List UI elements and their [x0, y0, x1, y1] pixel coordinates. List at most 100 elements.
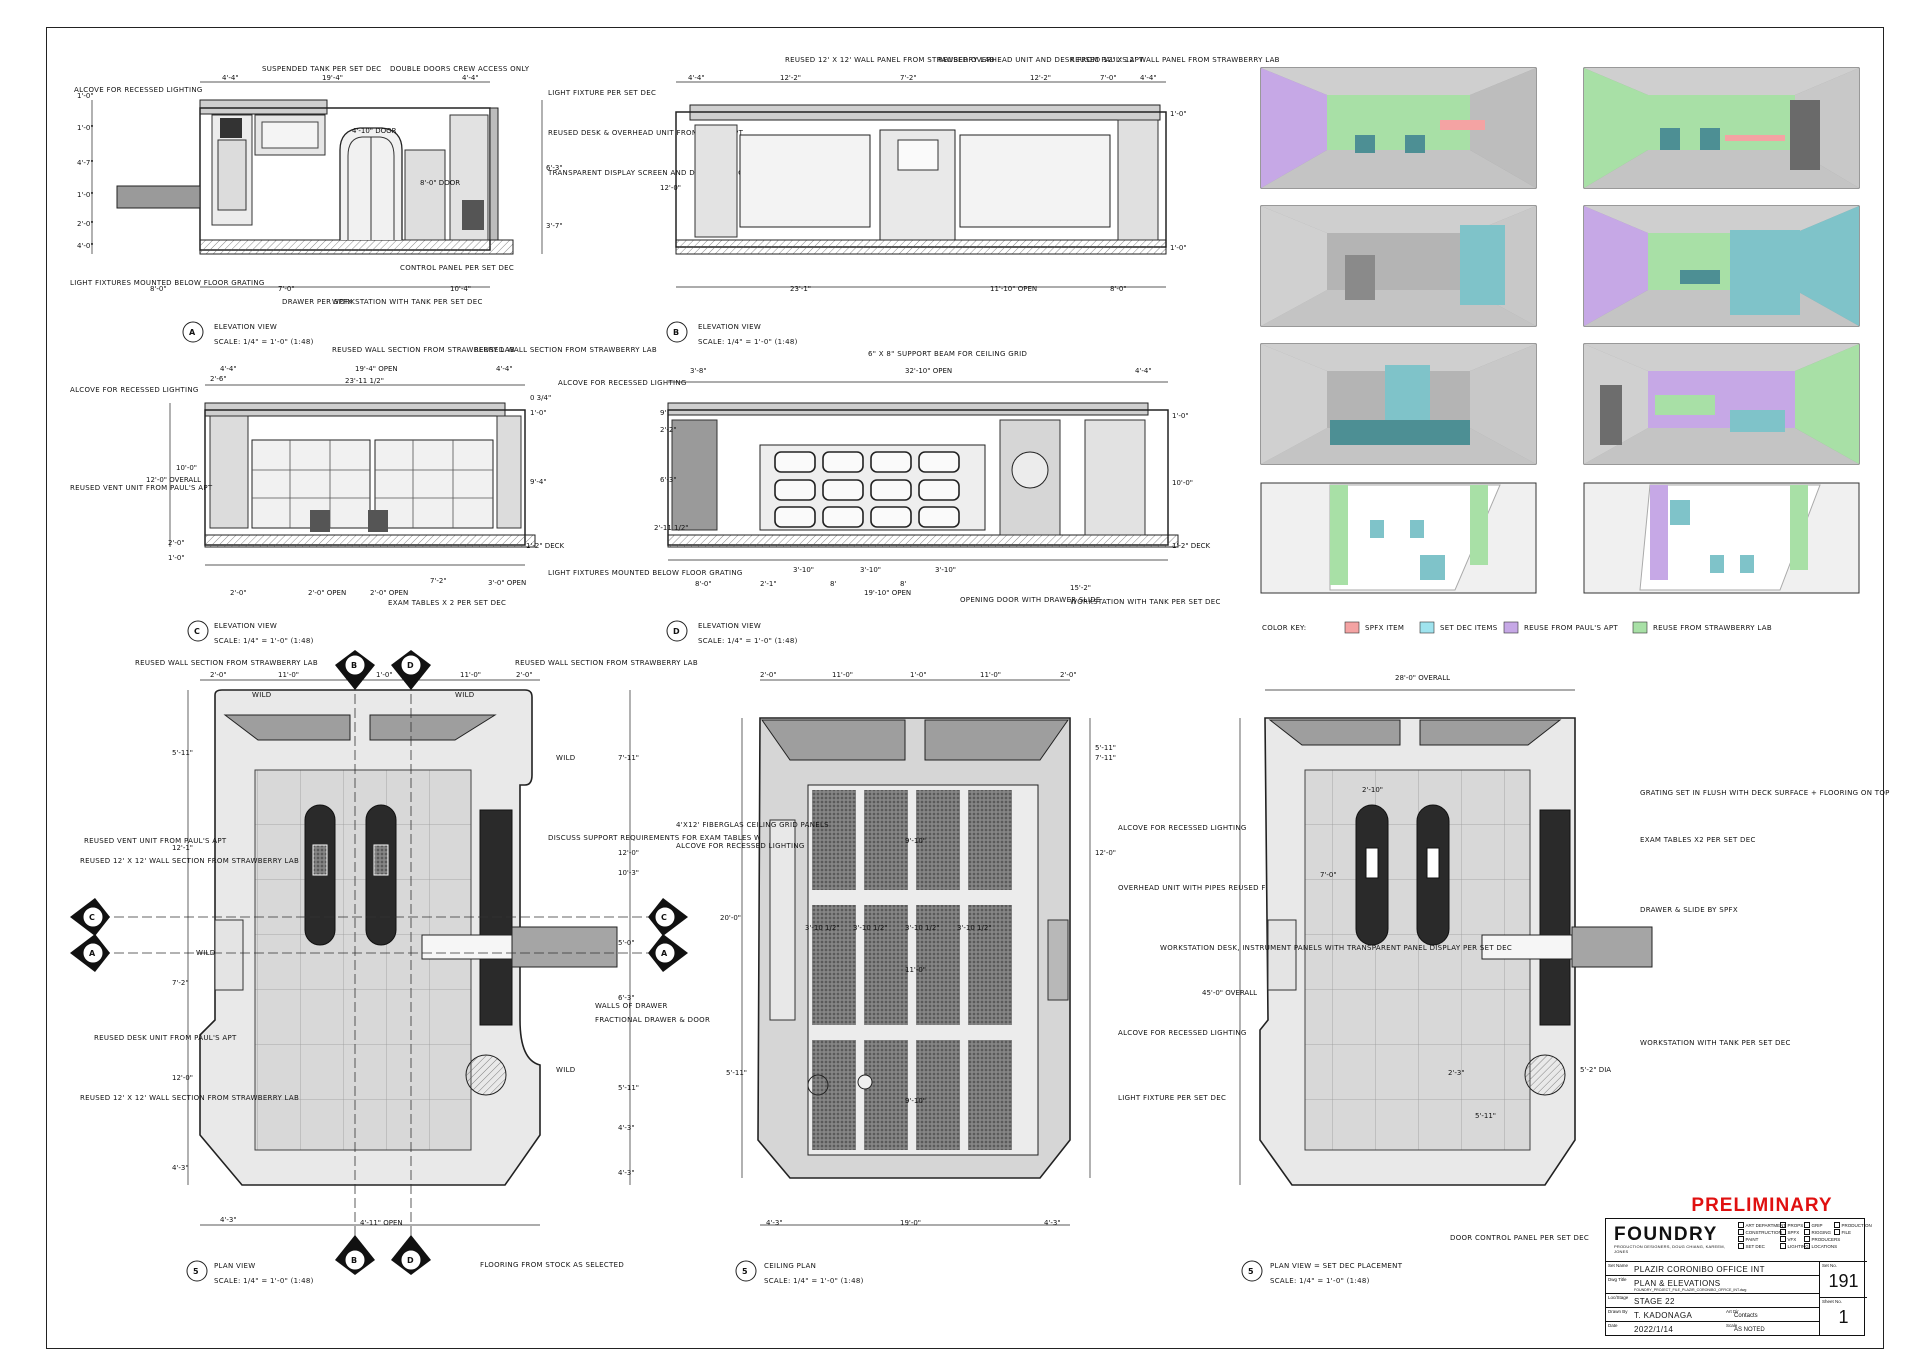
- section-marker: C: [661, 913, 667, 922]
- dimension: 9'-10": [905, 1097, 926, 1105]
- view-scale: SCALE: 1/4" = 1'-0" (1:48): [214, 637, 314, 645]
- dimension: 23'-1": [790, 285, 811, 293]
- section-marker: A: [661, 949, 668, 958]
- elevation-d: [666, 381, 1179, 642]
- date-row: Date 2022/1/14 Scale AS NOTED: [1606, 1321, 1819, 1336]
- label: DRAWER PER SPFX: [282, 298, 353, 306]
- dimension: 4'-3": [1044, 1219, 1061, 1227]
- dimension: 5'-11": [172, 749, 193, 757]
- render-thumbnail: [1583, 205, 1860, 327]
- elevation-a-text: ALCOVE FOR RECESSED LIGHTING SUSPENDED T…: [70, 65, 831, 346]
- view-scale: SCALE: 1/4" = 1'-0" (1:48): [698, 637, 798, 645]
- label: REUSED OVERHEAD UNIT AND DESK FROM PAUL'…: [938, 56, 1144, 64]
- label: WORKSTATION WITH TANK PER SET DEC: [1070, 598, 1221, 606]
- dimension: 6'-3": [618, 994, 635, 1002]
- dimension: 1'-2" DECK: [1172, 542, 1211, 550]
- dimension: 8'-0": [150, 285, 167, 293]
- field-label: Date: [1608, 1323, 1618, 1328]
- scale: AS NOTED: [1734, 1327, 1765, 1333]
- elevation-c: [169, 384, 536, 642]
- dimension: 1'-0": [910, 671, 927, 679]
- date: 2022/1/14: [1634, 1325, 1674, 1334]
- checkbox-item: PAINT: [1738, 1236, 1759, 1242]
- dimension: 5'-11": [726, 1069, 747, 1077]
- dimension: 1'-0": [1170, 110, 1187, 118]
- label: SUSPENDED TANK PER SET DEC: [262, 65, 382, 73]
- elevation-c-text: ALCOVE FOR RECESSED LIGHTING REUSED WALL…: [70, 346, 743, 645]
- dimension: 4'-3": [172, 1164, 189, 1172]
- dimension: 11'-0": [832, 671, 853, 679]
- dimension: 12'-0": [1095, 849, 1116, 857]
- color-swatch: [1344, 621, 1360, 634]
- section-marker: A: [89, 949, 96, 958]
- dimension: 3'-10 1/2": [805, 924, 840, 932]
- view-title: ELEVATION VIEW: [214, 622, 277, 630]
- elevation-badge: B: [673, 328, 679, 337]
- view-title: PLAN VIEW = SET DEC PLACEMENT: [1270, 1262, 1403, 1270]
- color-key-item: REUSE FROM PAUL'S APT: [1524, 624, 1618, 632]
- label: WILD: [455, 691, 474, 699]
- field-label: Set Name: [1608, 1263, 1629, 1268]
- view-badge: 5: [1248, 1267, 1254, 1276]
- title-block: FOUNDRY PRODUCTION DESIGNERS, DOUG CHIAN…: [1605, 1218, 1872, 1336]
- dimension: 1'-0": [77, 124, 94, 132]
- dimension: 12'-0": [172, 1074, 193, 1082]
- view-title: ELEVATION VIEW: [698, 622, 761, 630]
- dimension: 9'-4": [530, 478, 547, 486]
- dimension: 4'-7": [77, 159, 94, 167]
- view-badge: 5: [193, 1267, 199, 1276]
- label: TRANSPARENT DISPLAY SCREEN AND DESK CONT…: [547, 169, 831, 177]
- dimension: 2'-0": [760, 671, 777, 679]
- checkbox-item: FILE: [1834, 1229, 1852, 1235]
- dimension: 3'-10": [935, 566, 956, 574]
- dimension: 7'-0": [1100, 74, 1117, 82]
- dimension: 2'-0": [168, 539, 185, 547]
- dimension: 5'-11": [1475, 1112, 1496, 1120]
- view-scale: SCALE: 1/4" = 1'-0" (1:48): [214, 338, 314, 346]
- dimension: 6'-3": [660, 476, 677, 484]
- checkbox-item: PRODUCERS: [1804, 1236, 1841, 1242]
- label: OPENING DOOR WITH DRAWER SLIDE: [960, 596, 1101, 604]
- dwg-title-row: Dwg Title PLAN & ELEVATIONS FOUNDRY_PROJ…: [1606, 1275, 1819, 1294]
- dimension: 2'-0" OPEN: [308, 589, 346, 597]
- dimension: 10'-0": [176, 464, 197, 472]
- dimension: 19'-0": [900, 1219, 921, 1227]
- set-name-row: Set Name PLAZIR CORONIBO OFFICE INT: [1606, 1261, 1819, 1276]
- elevation-b: [666, 81, 1167, 343]
- checkbox-item: ART DEPARTMENT: [1738, 1222, 1787, 1228]
- view-scale: SCALE: 1/4" = 1'-0" (1:48): [698, 338, 798, 346]
- label: GRATING SET IN FLUSH WITH DECK SURFACE +…: [1640, 789, 1890, 797]
- checkbox-item: LIGHTING: [1780, 1243, 1809, 1249]
- render-thumbnail: [1583, 482, 1860, 594]
- label: LIGHT FIXTURES MOUNTED BELOW FLOOR GRATI…: [548, 569, 743, 577]
- dimension: 4'-3": [220, 1216, 237, 1224]
- dimension: 1'-0": [1170, 244, 1187, 252]
- ceiling-plan: [735, 679, 1091, 1282]
- elevation-d-text: 6" X 8" SUPPORT BEAM FOR CEILING GRID OP…: [654, 350, 1221, 645]
- dwg-title: PLAN & ELEVATIONS: [1634, 1279, 1721, 1288]
- company-subtitle: PRODUCTION DESIGNERS, DOUG CHIANG, KAREE…: [1614, 1244, 1726, 1254]
- dimension: 8'-0": [695, 580, 712, 588]
- view-scale: SCALE: 1/4" = 1'-0" (1:48): [214, 1277, 314, 1285]
- label: WORKSTATION WITH TANK PER SET DEC: [1640, 1039, 1791, 1047]
- dimension: 2'-3": [1448, 1069, 1465, 1077]
- section-marker: B: [351, 661, 357, 670]
- ceiling-plan-text: 4'X12' FIBERGLAS CEILING GRID PANELS ALC…: [676, 671, 1328, 1285]
- dimension: 5'-0": [618, 939, 635, 947]
- dimension: 2'-10": [1362, 786, 1383, 794]
- color-key-item: REUSE FROM STRAWBERRY LAB: [1653, 624, 1772, 632]
- art-director: Contacts: [1734, 1313, 1758, 1319]
- dimension: 3'-0" OPEN: [488, 579, 526, 587]
- render-thumbnail: [1260, 343, 1537, 465]
- dimension: 7'-11": [618, 754, 639, 762]
- dimension: 8': [900, 580, 906, 588]
- dimension: 5'-2" DIA: [1580, 1066, 1611, 1074]
- field-label: Loc/Stage: [1608, 1295, 1629, 1300]
- label: EXAM TABLES X2 PER SET DEC: [1640, 836, 1756, 844]
- elevation-badge: A: [189, 328, 196, 337]
- dimension: 1'-2" DECK: [526, 542, 565, 550]
- label: REUSED VENT UNIT FROM PAUL'S APT: [70, 484, 213, 492]
- dimension: 4'-3": [618, 1169, 635, 1177]
- view-badge: 5: [742, 1267, 748, 1276]
